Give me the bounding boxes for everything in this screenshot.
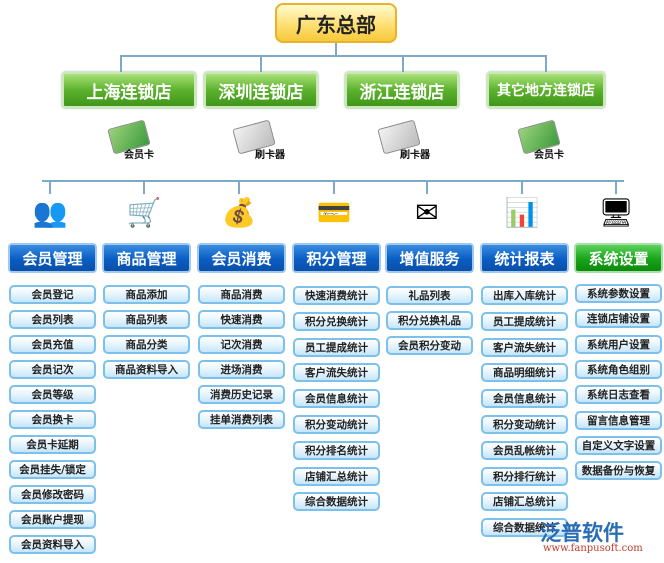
points-card-icon: 💳: [316, 195, 352, 229]
category-header[interactable]: 商品管理: [102, 243, 191, 273]
menu-item[interactable]: 数据备份与恢复: [575, 461, 662, 480]
menu-item[interactable]: 积分变动统计: [481, 415, 568, 434]
store-node: 深圳连锁店: [204, 72, 318, 108]
menu-item[interactable]: 会员等级: [9, 385, 96, 404]
menu-item[interactable]: 会员修改密码: [9, 485, 96, 504]
menu-item[interactable]: 积分排行统计: [481, 467, 568, 486]
menu-item[interactable]: 礼品列表: [386, 286, 473, 305]
card-reader-icon: 刷卡器: [377, 119, 440, 161]
device-label: 刷卡器: [255, 150, 285, 161]
menu-item[interactable]: 会员账户提现: [9, 510, 96, 529]
device-label: 会员卡: [124, 150, 154, 161]
menu-item[interactable]: 会员充值: [9, 335, 96, 354]
shopping-cart-icon: 🛒: [126, 195, 162, 229]
mail-icon: ✉: [415, 195, 439, 229]
menu-item[interactable]: 消费历史记录: [198, 385, 285, 404]
brand-logo: 泛普软件: [540, 521, 624, 545]
menu-item[interactable]: 快速消费: [198, 310, 285, 329]
store-node: 上海连锁店: [62, 72, 196, 108]
menu-item[interactable]: 会员信息统计: [481, 389, 568, 408]
category-header[interactable]: 会员管理: [8, 243, 97, 273]
menu-item[interactable]: 积分兑换礼品: [386, 311, 473, 330]
menu-item[interactable]: 记次消费: [198, 335, 285, 354]
menu-item[interactable]: 快速消费统计: [293, 286, 380, 305]
menu-item[interactable]: 员工提成统计: [293, 338, 380, 357]
menu-item[interactable]: 商品明细统计: [481, 363, 568, 382]
menu-item[interactable]: 进场消费: [198, 360, 285, 379]
report-icon: 📊: [504, 195, 540, 229]
menu-item[interactable]: 自定义文字设置: [575, 436, 662, 455]
menu-item[interactable]: 店铺汇总统计: [481, 492, 568, 511]
category-header[interactable]: 积分管理: [292, 243, 381, 273]
brand-url: www.fanpusoft.com: [543, 543, 643, 554]
menu-item[interactable]: 客户流失统计: [293, 363, 380, 382]
device-label: 会员卡: [534, 150, 564, 161]
menu-item[interactable]: 连锁店铺设置: [575, 309, 662, 328]
menu-item[interactable]: 客户流失统计: [481, 338, 568, 357]
menu-item[interactable]: 商品添加: [103, 285, 190, 304]
menu-item[interactable]: 会员记次: [9, 360, 96, 379]
menu-item[interactable]: 积分变动统计: [293, 415, 380, 434]
menu-item[interactable]: 会员登记: [9, 285, 96, 304]
menu-item[interactable]: 留言信息管理: [575, 411, 662, 430]
menu-item[interactable]: 综合数据统计: [481, 518, 568, 537]
category-header[interactable]: 系统设置: [574, 243, 663, 273]
category-header[interactable]: 统计报表: [480, 243, 569, 273]
hq-node: 广东总部: [275, 3, 397, 43]
menu-item[interactable]: 会员换卡: [9, 410, 96, 429]
category-header[interactable]: 会员消费: [197, 243, 286, 273]
members-icon: 👥: [32, 195, 68, 229]
menu-item[interactable]: 出库入库统计: [481, 286, 568, 305]
menu-item[interactable]: 系统角色组别: [575, 360, 662, 379]
menu-item[interactable]: 挂单消费列表: [198, 410, 285, 429]
menu-item[interactable]: 商品消费: [198, 285, 285, 304]
menu-item[interactable]: 会员列表: [9, 310, 96, 329]
menu-item[interactable]: 商品资料导入: [103, 360, 190, 379]
card-reader-icon: 刷卡器: [232, 119, 295, 161]
computer-settings-icon: 🖥: [598, 195, 634, 229]
store-node: 其它地方连锁店: [487, 72, 605, 108]
category-header[interactable]: 增值服务: [385, 243, 474, 273]
menu-item[interactable]: 积分兑换统计: [293, 312, 380, 331]
store-node: 浙江连锁店: [345, 72, 459, 108]
menu-item[interactable]: 系统参数设置: [575, 284, 662, 303]
member-card-icon: 会员卡: [107, 119, 170, 161]
menu-item[interactable]: 综合数据统计: [293, 492, 380, 511]
menu-item[interactable]: 会员积分变动: [386, 336, 473, 355]
menu-item[interactable]: 会员卡延期: [9, 435, 96, 454]
member-card-icon: 会员卡: [517, 119, 580, 161]
device-label: 刷卡器: [400, 150, 430, 161]
menu-item[interactable]: 商品分类: [103, 335, 190, 354]
menu-item[interactable]: 系统日志查看: [575, 385, 662, 404]
menu-item[interactable]: 系统用户设置: [575, 335, 662, 354]
menu-item[interactable]: 店铺汇总统计: [293, 467, 380, 486]
menu-item[interactable]: 会员信息统计: [293, 389, 380, 408]
menu-item[interactable]: 员工提成统计: [481, 312, 568, 331]
menu-item[interactable]: 会员资料导入: [9, 535, 96, 554]
menu-item[interactable]: 会员乱帐统计: [481, 441, 568, 460]
menu-item[interactable]: 会员挂失/锁定: [9, 460, 96, 479]
menu-item[interactable]: 积分排名统计: [293, 441, 380, 460]
consumption-icon: 💰: [221, 195, 257, 229]
menu-item[interactable]: 商品列表: [103, 310, 190, 329]
